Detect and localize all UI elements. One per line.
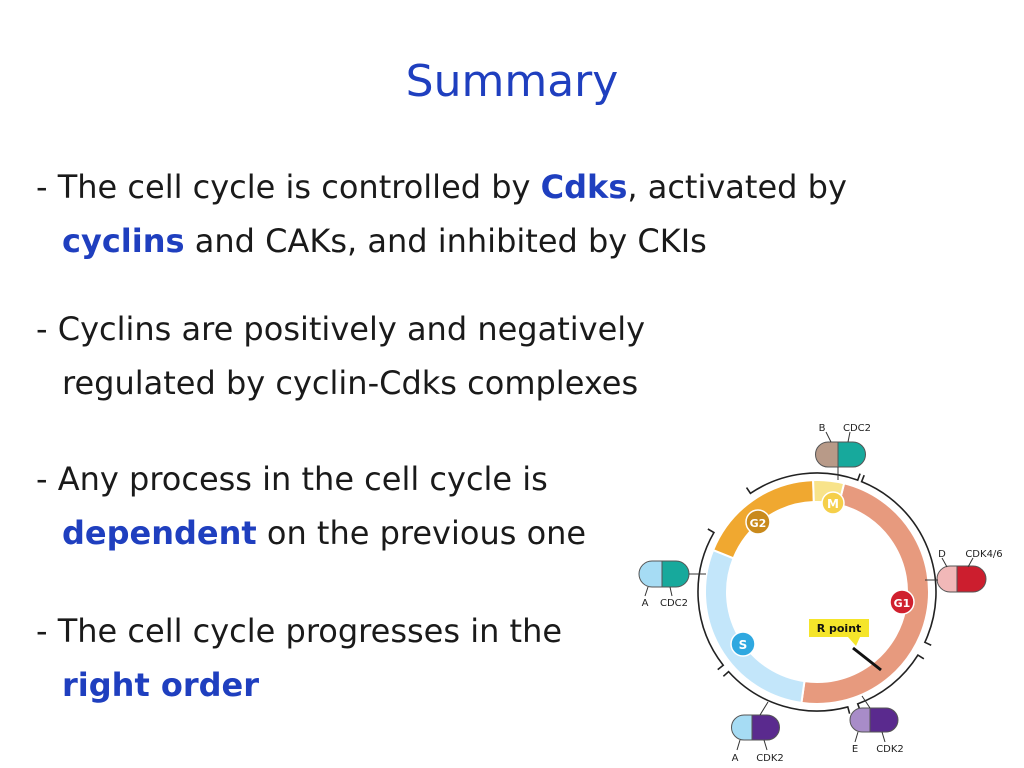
cyclin-e-label: E bbox=[852, 744, 858, 755]
keyword-right-order: right order bbox=[62, 666, 260, 704]
bullet-1-text-mid: , activated by bbox=[627, 168, 847, 206]
phase-s-label: S bbox=[739, 638, 748, 652]
cyclin-b-shape bbox=[815, 441, 839, 468]
bullet-1-line-2: cyclins and CAKs, and inhibited by CKIs bbox=[36, 214, 847, 268]
slide-title: Summary bbox=[405, 56, 619, 107]
phase-g1-badge bbox=[889, 589, 915, 615]
cyclin-a-label-left: A bbox=[642, 598, 649, 609]
bullet-3-text-rest: on the previous one bbox=[256, 514, 587, 552]
cdk2-label-a: CDK2 bbox=[756, 753, 784, 764]
bullet-1-text: - The cell cycle is controlled by bbox=[36, 168, 541, 206]
phase-m-label: M bbox=[827, 497, 839, 511]
cyclin-d-label: D bbox=[938, 549, 946, 560]
bullet-1-text-rest: and CAKs, and inhibited by CKIs bbox=[184, 222, 707, 260]
bullet-right-order: - The cell cycle progresses in the right… bbox=[36, 604, 562, 712]
cyclin-e-shape bbox=[849, 707, 871, 733]
cyclin-a-label-bottom: A bbox=[732, 753, 739, 764]
complex-b-cdc2: B CDC2 bbox=[815, 423, 871, 480]
complex-a-cdk2: A CDK2 bbox=[731, 701, 784, 764]
cdk46-shape bbox=[956, 565, 987, 593]
bullet-2-line-2: regulated by cyclin-Cdks complexes bbox=[62, 364, 639, 402]
keyword-cyclins: cyclins bbox=[62, 222, 185, 260]
cyclin-a-shape-bottom bbox=[731, 714, 753, 741]
phase-s-arc bbox=[704, 548, 806, 705]
cdk46-label: CDK4/6 bbox=[965, 549, 1002, 560]
cdc2-shape-left bbox=[661, 560, 690, 588]
cdk2-shape-e bbox=[869, 707, 899, 733]
phase-g1-label: G1 bbox=[894, 597, 911, 610]
complex-a-cdc2: A CDC2 bbox=[638, 560, 706, 609]
restriction-point-label: R point bbox=[817, 622, 862, 635]
bullet-dependent-process: - Any process in the cell cycle is depen… bbox=[36, 452, 586, 560]
keyword-cdks: Cdks bbox=[540, 168, 628, 206]
phase-m-badge bbox=[821, 491, 845, 515]
phase-g2-label: G2 bbox=[750, 517, 767, 530]
cdk2-shape-a bbox=[751, 714, 780, 741]
cdk2-label-e: CDK2 bbox=[876, 744, 904, 755]
cdc2-label-left: CDC2 bbox=[660, 598, 688, 609]
restriction-point-marker bbox=[852, 646, 882, 672]
cdc2-label-top: CDC2 bbox=[843, 423, 871, 434]
activity-brackets bbox=[697, 472, 937, 714]
bullet-4-line-2: right order bbox=[36, 658, 562, 712]
phase-g2-badge bbox=[745, 509, 771, 535]
complex-e-cdk2: E CDK2 bbox=[849, 695, 904, 755]
bullet-4-line-1: - The cell cycle progresses in the bbox=[36, 612, 563, 650]
keyword-dependent: dependent bbox=[62, 514, 257, 552]
cell-cycle-diagram: M G2 G1 S R point B CDC2 D CDK4/6 E CDK2 bbox=[638, 423, 1003, 764]
phase-s-badge bbox=[730, 631, 756, 657]
cdc2-shape bbox=[837, 441, 866, 468]
cyclin-d-shape bbox=[936, 565, 958, 593]
bullet-cyclin-regulation: - Cyclins are positively and negatively … bbox=[36, 302, 645, 410]
complex-d-cdk46: D CDK4/6 bbox=[925, 549, 1003, 593]
cyclin-a-shape-left bbox=[638, 560, 663, 588]
bullet-2-line-1: - Cyclins are positively and negatively bbox=[36, 310, 646, 348]
restriction-point-pointer bbox=[848, 637, 860, 646]
restriction-point-box bbox=[809, 619, 869, 637]
bullet-3-line-2: dependent on the previous one bbox=[36, 506, 586, 560]
bullet-cdks: - The cell cycle is controlled by Cdks, … bbox=[36, 160, 847, 268]
cyclin-b-label: B bbox=[819, 423, 826, 434]
bullet-3-line-1: - Any process in the cell cycle is bbox=[36, 460, 548, 498]
